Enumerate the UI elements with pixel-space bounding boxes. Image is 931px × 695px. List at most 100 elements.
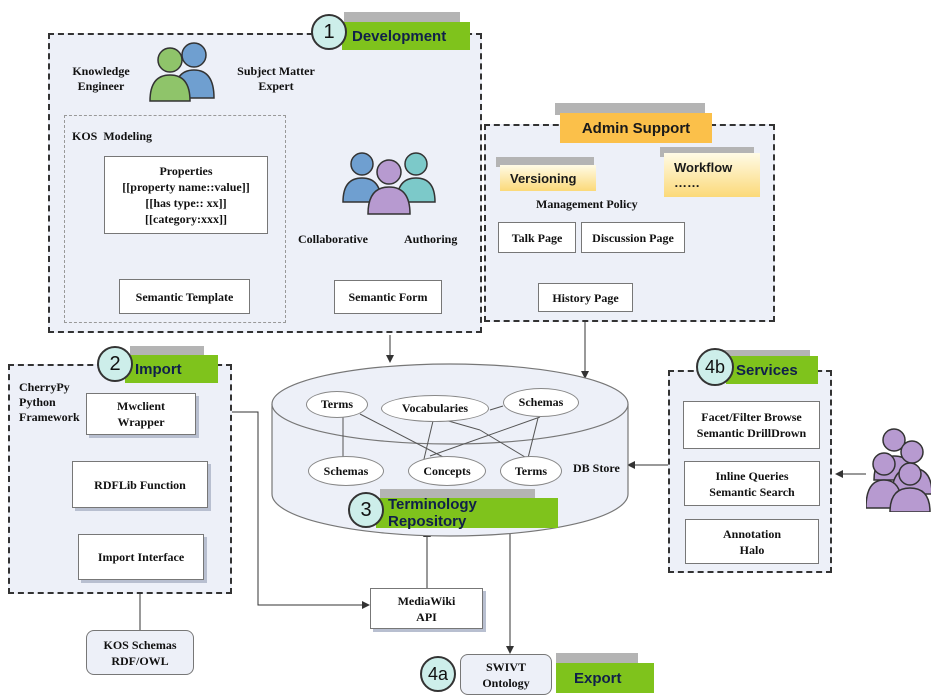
- workflow-ellipsis: ……: [674, 175, 700, 190]
- repository-tag: Terminology Repository: [376, 496, 558, 530]
- versioning-tag: Versioning: [500, 165, 596, 191]
- history-page-label: History Page: [552, 290, 619, 305]
- properties-line-3: [[category:xxx]]: [145, 212, 227, 226]
- talk-page-label: Talk Page: [511, 230, 563, 245]
- import-interface-box: Import Interface: [78, 534, 204, 580]
- import-tag: Import: [125, 355, 218, 383]
- term-terms-1-label: Terms: [320, 397, 354, 411]
- workflow-tag-shadow: [660, 147, 754, 157]
- services-badge-number: 4b: [704, 356, 726, 377]
- term-ellipse-schemas-2: Schemas: [308, 456, 384, 486]
- semantic-template-box: Semantic Template: [119, 279, 250, 314]
- semantic-template-label: Semantic Template: [135, 289, 234, 304]
- sme-line-1: Subject Matter: [237, 64, 315, 78]
- kos-schemas-box: KOS Schemas RDF/OWL: [86, 630, 194, 675]
- services-badge: 4b: [696, 348, 734, 386]
- development-tag: Development: [342, 22, 470, 50]
- inline-line-1: Inline Queries: [715, 468, 789, 483]
- knowledge-engineer-label: Knowledge Engineer: [58, 64, 144, 94]
- term-ellipse-terms-1: Terms: [306, 391, 368, 418]
- person-author-left-icon: [342, 152, 382, 203]
- sme-line-2: Expert: [258, 79, 294, 93]
- people-icon-users: [866, 428, 931, 512]
- workflow-tag: Workflow ……: [664, 153, 760, 197]
- workflow-label: Workflow: [674, 160, 733, 175]
- development-tag-shadow: [344, 12, 460, 22]
- facet-browse-box: Facet/Filter Browse Semantic DrillDrown: [683, 401, 820, 449]
- inline-line-2: Semantic Search: [709, 484, 795, 499]
- term-ellipse-vocabularies: Vocabularies: [381, 395, 489, 422]
- export-badge-number: 4a: [427, 663, 449, 684]
- rdflib-label: RDFLib Function: [94, 477, 186, 492]
- export-title: Export: [574, 669, 622, 687]
- history-page-box: History Page: [538, 283, 633, 312]
- properties-box: Properties [[property name::value]] [[ha…: [104, 156, 268, 234]
- admin-tag-shadow: [555, 103, 705, 115]
- admin-support-tag: Admin Support: [560, 113, 712, 143]
- mediawiki-line-1: MediaWiki: [397, 593, 456, 608]
- collaborative-label: Collaborative: [298, 232, 368, 246]
- properties-line-1: [[property name::value]]: [122, 180, 250, 194]
- authoring-label: Authoring: [404, 232, 458, 246]
- db-store-label: DB Store: [573, 461, 620, 475]
- admin-support-title: Admin Support: [581, 119, 691, 137]
- term-concepts-label: Concepts: [423, 463, 471, 478]
- development-badge-number: 1: [323, 20, 335, 43]
- framework-line-2: Python: [19, 395, 56, 409]
- annotation-line-1: Annotation: [722, 526, 781, 541]
- person-engineer-icon: [149, 47, 191, 102]
- services-title: Services: [736, 361, 798, 379]
- term-schemas-1-label: Schemas: [518, 395, 564, 409]
- facet-line-2: Semantic DrillDrown: [696, 426, 807, 440]
- annotation-line-2: Halo: [739, 542, 765, 557]
- services-tag: Services: [726, 356, 818, 384]
- export-badge: 4a: [420, 656, 456, 692]
- person-author-center-icon: [367, 159, 411, 215]
- development-title: Development: [352, 27, 447, 45]
- properties-title: Properties: [159, 164, 213, 178]
- versioning-tag-shadow: [496, 157, 594, 167]
- knowledge-engineer-line-2: Engineer: [77, 79, 125, 93]
- mwclient-wrapper-box: Mwclient Wrapper: [86, 393, 196, 435]
- talk-page-box: Talk Page: [498, 222, 576, 253]
- import-tag-shadow: [130, 346, 204, 356]
- annotation-halo-box: Annotation Halo: [685, 519, 819, 564]
- discussion-page-label: Discussion Page: [592, 230, 674, 245]
- subject-matter-expert-label: Subject Matter Expert: [230, 64, 322, 94]
- people-icon-kos: [149, 42, 215, 102]
- import-badge-number: 2: [109, 352, 121, 375]
- term-ellipse-concepts: Concepts: [408, 456, 486, 486]
- kos-schemas-line-2: RDF/OWL: [111, 653, 169, 668]
- framework-line-3: Framework: [19, 410, 80, 424]
- import-interface-label: Import Interface: [97, 550, 185, 564]
- term-ellipse-terms-2: Terms: [500, 456, 562, 486]
- import-badge: 2: [97, 346, 133, 382]
- swivt-line-1: SWIVT: [485, 659, 526, 674]
- rdflib-function-box: RDFLib Function: [72, 461, 208, 508]
- mwclient-line-2: Wrapper: [117, 415, 165, 429]
- framework-line-1: CherryPy: [19, 380, 70, 394]
- versioning-label: Versioning: [510, 170, 577, 186]
- swivt-line-2: Ontology: [482, 675, 530, 690]
- services-tag-shadow: [716, 350, 810, 360]
- people-icon-authors: [342, 152, 436, 215]
- mediawiki-line-2: API: [416, 609, 437, 624]
- discussion-page-box: Discussion Page: [581, 222, 685, 253]
- management-policy-label: Management Policy: [536, 197, 638, 211]
- import-title: Import: [135, 360, 182, 378]
- repository-badge: 3: [348, 492, 384, 528]
- kos-modeling-label: KOS Modeling: [72, 129, 153, 143]
- mediawiki-api-box: MediaWiki API: [370, 588, 483, 629]
- kos-modeling-region: [64, 115, 286, 323]
- cherrypy-framework-label: CherryPy Python Framework: [19, 380, 80, 425]
- repository-badge-number: 3: [360, 498, 372, 521]
- properties-line-2: [[has type:: xx]]: [145, 196, 227, 210]
- person-sme-icon: [173, 42, 215, 99]
- export-tag-shadow: [556, 653, 638, 663]
- semantic-form-label: Semantic Form: [348, 290, 428, 304]
- term-terms-2-label: Terms: [514, 463, 548, 478]
- term-ellipse-schemas-1: Schemas: [503, 388, 579, 417]
- repository-title: Terminology Repository: [388, 496, 477, 530]
- swivt-ontology-box: SWIVT Ontology: [460, 654, 552, 695]
